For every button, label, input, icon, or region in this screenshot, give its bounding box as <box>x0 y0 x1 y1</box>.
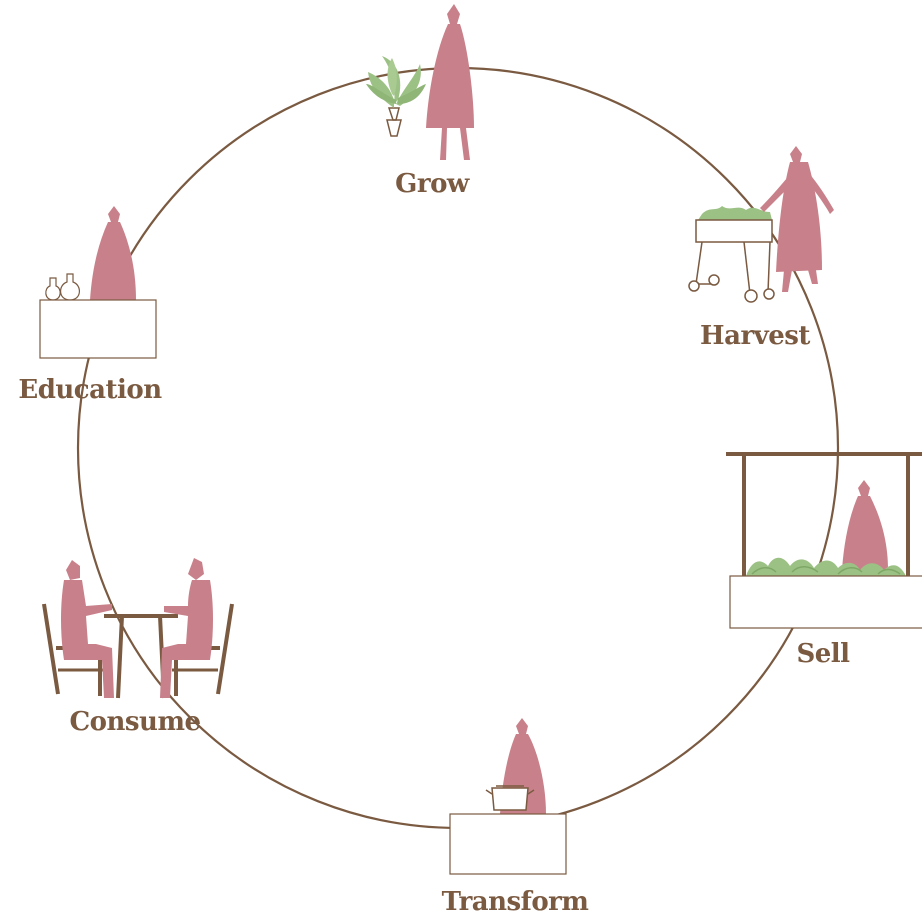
cart-icon <box>688 206 775 303</box>
label-transform: Transform <box>442 887 589 917</box>
stage-harvest <box>688 146 834 303</box>
label-consume: Consume <box>69 707 200 737</box>
pot-icon <box>485 785 535 811</box>
person-icon <box>90 206 136 300</box>
person-icon <box>426 4 474 160</box>
stage-education <box>39 206 157 359</box>
label-sell: Sell <box>796 639 850 669</box>
stage-transform <box>449 718 567 875</box>
stage-consume <box>42 558 234 699</box>
stage-sell <box>726 452 922 629</box>
kitchen-counter <box>449 813 567 875</box>
market-stall-icon <box>726 452 922 578</box>
person-icon <box>842 480 888 570</box>
person-icon <box>760 146 834 292</box>
label-grow: Grow <box>395 169 470 199</box>
education-desk <box>39 299 157 359</box>
flask-icon <box>45 273 80 301</box>
label-education: Education <box>18 375 162 405</box>
stage-grow <box>366 4 474 160</box>
person-icon <box>61 560 114 698</box>
market-counter <box>729 575 922 629</box>
produce-pile <box>746 557 906 576</box>
plant-icon <box>366 56 426 137</box>
label-harvest: Harvest <box>700 321 810 351</box>
person-icon <box>160 558 213 698</box>
